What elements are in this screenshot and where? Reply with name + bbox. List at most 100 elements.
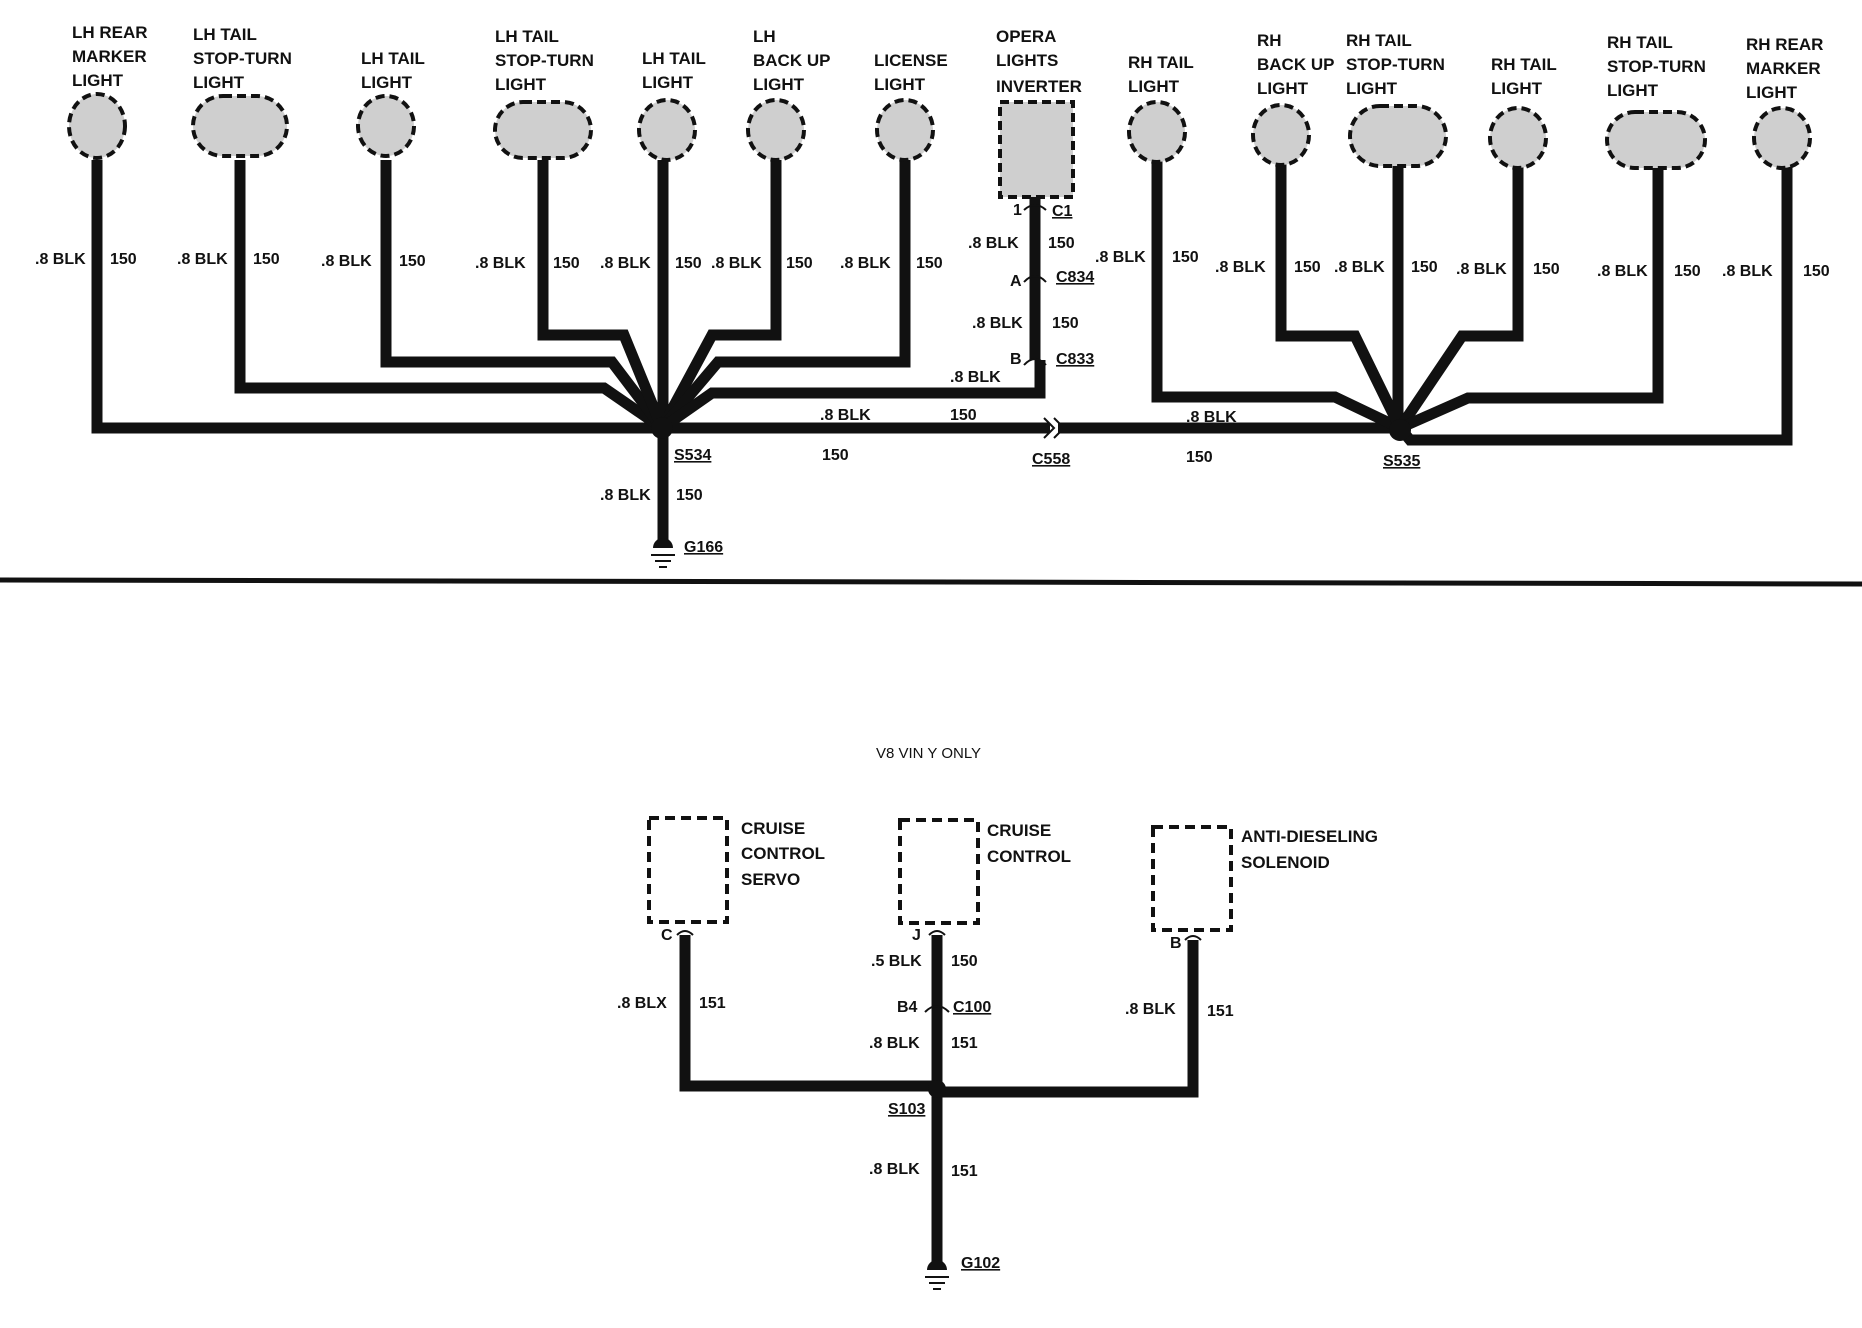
circuit-label: 150 (916, 255, 943, 272)
lamp-license (875, 98, 935, 162)
wire-gauge-label: .8 BLK (968, 235, 1019, 252)
wire-gauge-label: .8 BLX (617, 995, 667, 1012)
connector-c558-symbol (1043, 417, 1066, 439)
lamp-rh-back-up (1251, 103, 1311, 167)
connector-label: C1 (1052, 203, 1073, 220)
circuit-label: 150 (1048, 235, 1075, 252)
ground-g166-icon (651, 538, 675, 568)
pin-label: B (1010, 351, 1022, 368)
lamp-lh-rear-marker (67, 92, 127, 160)
circuit-label: 150 (1533, 261, 1560, 278)
wire-gauge-label: .8 BLK (820, 407, 871, 424)
lamp-label: LH TAIL STOP-TURN LIGHT (495, 27, 599, 94)
lamp-label: RH TAIL STOP-TURN LIGHT (1346, 31, 1450, 98)
box-cruise-control (898, 818, 980, 925)
component-label: CRUISE CONTROL (987, 821, 1071, 866)
lamp-label: RH TAIL LIGHT (1491, 55, 1561, 98)
lamp-label: LH REAR MARKER LIGHT (72, 23, 152, 90)
circuit-label: 150 (1052, 315, 1079, 332)
splice-s534-label: S534 (674, 447, 711, 464)
wire-gauge-label: .8 BLK (950, 369, 1001, 386)
pin-label: B (1170, 935, 1182, 952)
left-wires (91, 160, 1046, 434)
wire-solenoid (937, 940, 1199, 1098)
connector-c833-symbol (1023, 358, 1047, 366)
splice-s535-dot (1389, 419, 1411, 441)
section-divider (0, 577, 1862, 587)
wire-gauge-label: .8 BLK (972, 315, 1023, 332)
wire-gauge-label: .8 BLK (1334, 259, 1385, 276)
circuit-label: 150 (822, 447, 849, 464)
labels: LH REAR MARKER LIGHT LH TAIL STOP-TURN L… (35, 23, 1830, 1272)
wire-lh-tail-1 (380, 160, 667, 432)
pin-label: B4 (897, 999, 918, 1016)
lamp-rh-rear-marker (1752, 106, 1812, 170)
circuit-label: 150 (675, 255, 702, 272)
wire-license (657, 160, 911, 432)
component-label: ANTI-DIESELING SOLENOID (1241, 827, 1383, 872)
wire-gauge-label: .8 BLK (840, 255, 891, 272)
lamp-lh-tail-stop-turn-1 (191, 94, 289, 158)
circuit-label: 150 (253, 251, 280, 268)
wire-servo (679, 935, 937, 1092)
right-wires (1151, 160, 1793, 446)
lamp-label: LH TAIL STOP-TURN LIGHT (193, 25, 297, 92)
connector-c100-symbol (924, 1005, 950, 1013)
pin-label: J (912, 927, 921, 944)
circuit-label: 150 (1294, 259, 1321, 276)
pin-c-symbol (676, 930, 694, 936)
wire-gauge-label: .8 BLK (1186, 409, 1237, 426)
pin-label: 1 (1013, 202, 1022, 219)
lamp-rh-tail-stop-turn-2 (1605, 110, 1707, 170)
lamp-label: LICENSE LIGHT (874, 51, 952, 94)
wire-gauge-label: .8 BLK (1095, 249, 1146, 266)
pin-label: A (1010, 273, 1022, 290)
lamp-lh-tail-stop-turn-2 (493, 100, 593, 160)
lamp-rh-tail-2 (1488, 106, 1548, 170)
connector-c834-symbol (1023, 275, 1047, 283)
wire-gauge-label: .8 BLK (1597, 263, 1648, 280)
circuit-label: 150 (1172, 249, 1199, 266)
circuit-label: 150 (1411, 259, 1438, 276)
circuit-label: 150 (951, 953, 978, 970)
box-anti-dieseling-solenoid (1151, 825, 1233, 932)
wire-gauge-label: .8 BLK (1215, 259, 1266, 276)
wire-rh-tail-stop-turn-2 (1397, 160, 1664, 434)
wire-gauge-label: .8 BLK (1722, 263, 1773, 280)
wire-inverter-feed (658, 360, 1046, 433)
wire-gauge-label: .8 BLK (475, 255, 526, 272)
circuit-label: 150 (1803, 263, 1830, 280)
circuit-label: 150 (1674, 263, 1701, 280)
lamp-label: LH BACK UP LIGHT (753, 27, 835, 94)
wire-gauge-label: .8 BLK (600, 255, 651, 272)
wire-lh-tail-stop-turn-2 (537, 160, 668, 431)
wire-lh-back-up (657, 160, 782, 431)
wire-gauge-label: .8 BLK (321, 253, 372, 270)
vin-note: V8 VIN Y ONLY (876, 745, 981, 762)
connector-label: C833 (1056, 351, 1094, 368)
lamp-lh-tail-1 (356, 94, 416, 158)
splice-s103-dot (928, 1080, 946, 1098)
splice-s534-dot (651, 417, 673, 439)
wire-lh-tail-stop-turn-1 (234, 160, 666, 433)
circuit-label: 150 (676, 487, 703, 504)
component-label: CRUISE CONTROL SERVO (741, 819, 829, 889)
lamp-lh-tail-2 (637, 98, 697, 162)
wire-rh-tail-2 (1395, 160, 1524, 432)
circuit-label: 151 (699, 995, 726, 1012)
splice-s535-label: S535 (1383, 453, 1420, 470)
wire-gauge-label: .8 BLK (35, 251, 86, 268)
wire-gauge-label: .8 BLK (711, 255, 762, 272)
splice-s103-label: S103 (888, 1101, 925, 1118)
circuit-label: 150 (110, 251, 137, 268)
circuit-label: 151 (951, 1163, 978, 1180)
wire-gauge-label: .5 BLK (871, 953, 922, 970)
circuit-label: 150 (950, 407, 977, 424)
inverter-connectors (1023, 204, 1047, 366)
wire-gauge-label: .8 BLK (869, 1161, 920, 1178)
top-harness (67, 92, 1812, 568)
lamp-rh-tail-1 (1127, 100, 1187, 164)
inverter-box (998, 100, 1075, 199)
inverter-label: OPERA LIGHTS INVERTER (996, 27, 1082, 96)
